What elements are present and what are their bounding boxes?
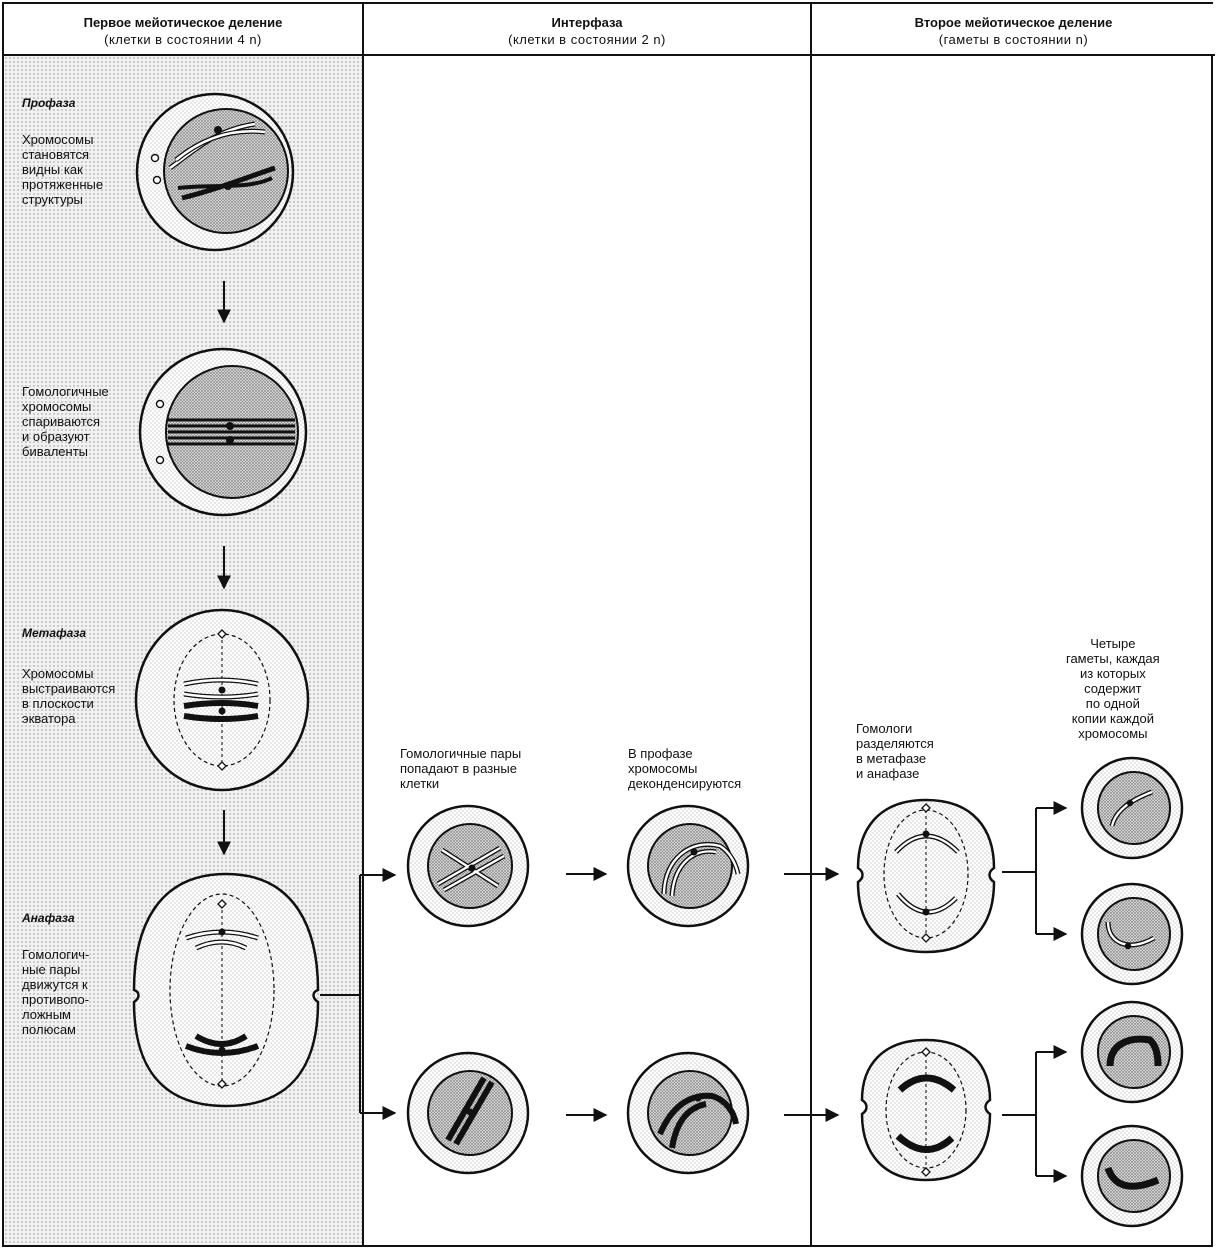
cell-anaphase bbox=[132, 872, 320, 1108]
cell-metaphase bbox=[134, 608, 310, 792]
note-homologs-separate: Гомологи разделяются в метафазе и анафаз… bbox=[856, 721, 934, 781]
stage-name-metaphase: Метафаза bbox=[22, 626, 87, 640]
gamete-3 bbox=[1080, 1000, 1184, 1104]
cell-decondensed-light bbox=[626, 804, 750, 928]
note-four-gametes: Четыре гаметы, каждая из которых содержи… bbox=[1066, 636, 1160, 741]
cell-interphase-dark bbox=[406, 1051, 530, 1175]
cell-meiosis2-dark bbox=[860, 1038, 992, 1182]
stage-name-prophase: Профаза bbox=[22, 96, 76, 110]
column-interphase: Интерфаза (клетки в состоянии 2 n) bbox=[364, 4, 812, 1245]
gamete-2 bbox=[1080, 882, 1184, 986]
column-header-meiosis-2: Второе мейотическое деление (гаметы в со… bbox=[812, 4, 1215, 56]
gamete-branches bbox=[1002, 801, 1068, 1183]
stage-name-anaphase: Анафаза bbox=[22, 911, 75, 925]
column-header-interphase: Интерфаза (клетки в состоянии 2 n) bbox=[364, 4, 810, 56]
column-meiosis-2: Второе мейотическое деление (гаметы в со… bbox=[812, 4, 1215, 1245]
stage-desc-anaphase: Гомологич- ные пары движутся к противопо… bbox=[22, 947, 90, 1037]
column-title: Первое мейотическое деление bbox=[83, 15, 283, 30]
gamete-4 bbox=[1080, 1124, 1184, 1228]
column-title: Интерфаза bbox=[551, 15, 623, 30]
cell-bivalent bbox=[138, 347, 308, 517]
note-homolog-split: Гомологичные пары попадают в разные клет… bbox=[400, 746, 522, 791]
column-header-meiosis-1: Первое мейотическое деление (клетки в со… bbox=[4, 4, 362, 56]
centriole-icon bbox=[150, 153, 160, 163]
branch-connector bbox=[320, 868, 397, 1120]
chromosome-pair-light bbox=[183, 677, 259, 700]
cell-meiosis2-light bbox=[856, 798, 996, 954]
chromosome-pair-dark bbox=[183, 700, 259, 722]
note-decondense: В профазе хромосомы деконденсируются bbox=[628, 746, 742, 791]
centriole-icon bbox=[155, 399, 165, 409]
centriole-icon bbox=[155, 455, 165, 465]
column-title: Второе мейотическое деление bbox=[914, 15, 1113, 30]
stage-desc-pairing: Гомологичные хромосомы спариваются и обр… bbox=[22, 384, 109, 459]
cell-interphase-light bbox=[406, 804, 530, 928]
column-subtitle: (клетки в состоянии 4 n) bbox=[104, 32, 262, 47]
stage-desc-metaphase: Хромосомы выстраиваются в плоскости эква… bbox=[22, 666, 116, 726]
stage-desc-prophase: Хромосомы становятся видны как протяженн… bbox=[22, 132, 104, 207]
cell-decondensed-dark bbox=[626, 1051, 750, 1175]
column-subtitle: (гаметы в состоянии n) bbox=[938, 32, 1089, 47]
cell-prophase bbox=[135, 92, 295, 252]
centriole-icon bbox=[152, 175, 162, 185]
column-subtitle: (клетки в состоянии 2 n) bbox=[508, 32, 666, 47]
gamete-1 bbox=[1080, 756, 1184, 860]
